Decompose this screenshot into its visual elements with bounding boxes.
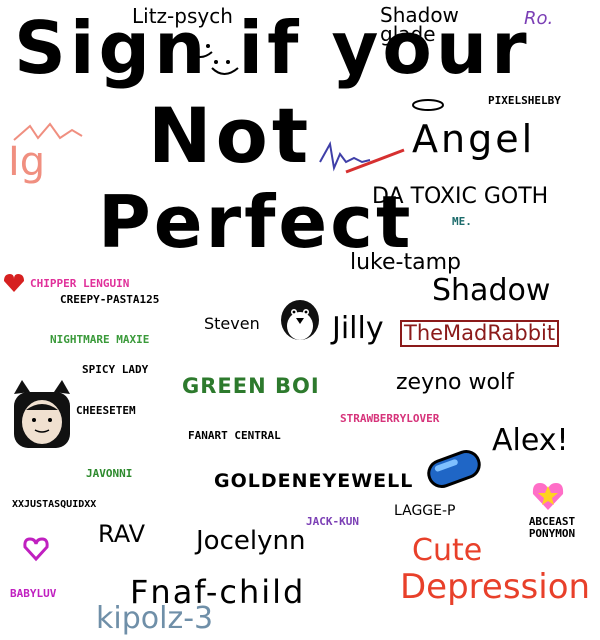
headline-line2: Not: [148, 91, 313, 180]
signature-angel: Angel: [412, 117, 536, 161]
signature-xxjusta: XXJUSTASQUIDXX: [12, 499, 97, 510]
scribble-signature-icon: [319, 141, 405, 174]
signature-greenboi: GREEN BOI: [182, 374, 320, 398]
signature-luke: luke-tamp: [350, 250, 461, 275]
signature-abceast: ABCEAST PONYMON: [528, 515, 576, 540]
signature-strawberry: STRAWBERRYLOVER: [340, 412, 440, 425]
heart-icon: [4, 274, 24, 292]
signature-litz: Litz-psych: [132, 4, 233, 28]
star-heart-icon: [532, 483, 564, 510]
signature-pixelshelby: PIXELSHELBY: [488, 94, 561, 107]
signature-toxic-goth: DA TOXIC GOTH: [372, 184, 549, 209]
heart-outline-icon: [23, 537, 49, 562]
signature-alex: Alex!: [492, 423, 569, 458]
headline-line3: Perfect: [98, 180, 414, 264]
signature-steven: Steven: [204, 314, 260, 333]
signature-jocelynn: Jocelynn: [196, 526, 306, 556]
headline-line1: Sign if your: [14, 6, 531, 90]
signature-fanart: FANART CENTRAL: [188, 429, 281, 442]
signature-cheesetem: CHEESETEM: [76, 404, 136, 417]
signature-nightmare: NIGHTMARE MAXIE: [50, 333, 150, 346]
signature-ro: Ro.: [524, 8, 554, 29]
smiley-face-icon: [189, 44, 239, 75]
signature-spicy: SPICY LADY: [82, 363, 149, 376]
signature-shadow-glade: Shadow glade: [380, 3, 459, 46]
signature-goldeneye: GOLDENEYEWELL: [214, 470, 414, 492]
signature-jackkun: JACK-KUN: [306, 515, 359, 528]
signature-laggep: LAGGE-P: [394, 503, 456, 519]
cat-face-icon: [14, 380, 70, 448]
signature-zeynowolf: zeyno wolf: [396, 370, 514, 395]
signature-javonni: JAVONNI: [86, 467, 133, 480]
signature-me: ME.: [452, 215, 472, 228]
blue-goggle-icon: [427, 450, 481, 488]
signature-chipper: CHIPPER LENGUIN: [30, 277, 130, 290]
signature-creepy: CREEPY-PASTA125: [60, 293, 160, 306]
signature-jilly: Jilly: [332, 311, 384, 346]
signature-shadow: Shadow: [432, 273, 551, 308]
signature-madrabbit: TheMadRabbit: [400, 320, 560, 347]
signature-ig: Ig: [8, 139, 46, 185]
signature-depression: Depression: [400, 567, 591, 607]
halo-icon: [412, 99, 444, 111]
signature-cute: Cute: [412, 533, 483, 568]
signature-fnaf: Fnaf-child: [130, 573, 306, 611]
signature-babyluv: BABYLUV: [10, 587, 57, 600]
scribble-ig-icon: [13, 122, 83, 141]
penguin-icon: [281, 300, 319, 340]
signature-rav: RAV: [98, 520, 146, 548]
signature-kipolz: kipolz-3: [96, 601, 214, 636]
